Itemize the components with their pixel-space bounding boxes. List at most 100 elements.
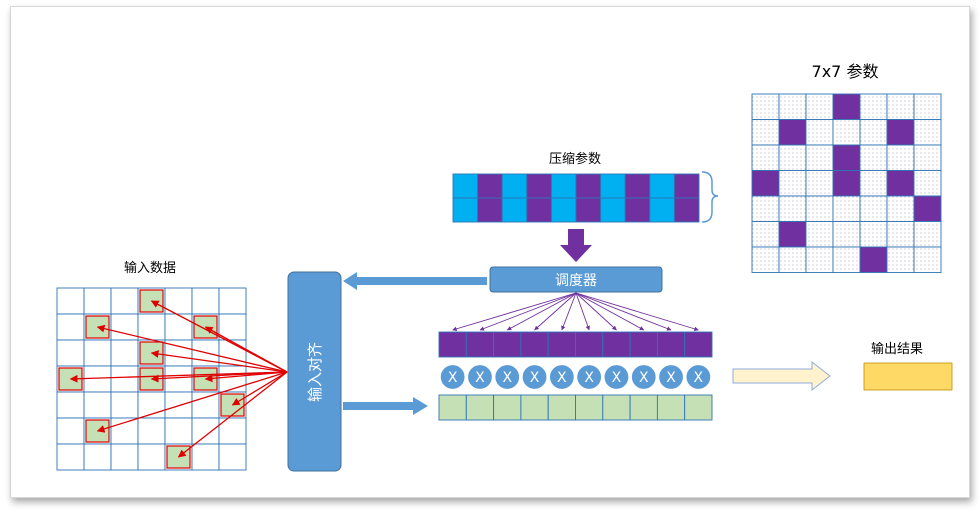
param-cell <box>832 195 861 222</box>
input-cell <box>56 313 85 341</box>
param-cell <box>832 221 861 248</box>
param-cell <box>778 246 807 273</box>
scheduler-box: 调度器 <box>489 266 663 293</box>
param-cell <box>913 170 942 197</box>
input-align-box: 输入对齐 <box>287 271 342 472</box>
param-cell <box>913 221 942 248</box>
compressed-cell <box>550 197 577 223</box>
gather-arrow <box>96 371 288 433</box>
input-cell <box>218 443 247 471</box>
multiply-circle <box>439 363 466 391</box>
weight-cell <box>520 331 549 358</box>
gather-arrows <box>69 300 288 458</box>
gather-arrow <box>204 326 288 373</box>
compressed-cell <box>477 197 503 223</box>
param-cell <box>859 195 888 222</box>
input-cell <box>218 365 247 393</box>
params-7x7-title: 7x7 参数 <box>812 62 879 81</box>
input-cell <box>83 391 112 419</box>
param-cell-filled <box>751 170 780 197</box>
input-align-label: 输入对齐 <box>306 342 324 402</box>
param-cell <box>859 170 888 197</box>
fan-arrow <box>575 292 590 331</box>
multiply-circle <box>603 363 630 391</box>
param-cell-filled <box>778 119 807 146</box>
multiply-symbol: X <box>639 370 649 386</box>
input-cell <box>191 391 220 419</box>
multiply-circle <box>466 363 494 391</box>
param-cell <box>913 93 942 120</box>
compressed-cell <box>649 197 675 223</box>
input-cell <box>110 287 139 315</box>
align-to-pipeline-arrow <box>343 397 428 415</box>
gather-arrow <box>177 371 288 458</box>
input-cell <box>56 443 85 471</box>
param-cell <box>751 119 780 146</box>
input-cell <box>110 339 139 367</box>
compressed-cell <box>452 173 479 199</box>
fan-arrow <box>575 292 645 331</box>
multiply-symbol: X <box>530 370 540 386</box>
compressed-cell <box>673 173 700 199</box>
input-cell <box>83 287 112 315</box>
aligned-input-cell <box>493 394 522 421</box>
param-cell-filled <box>886 119 915 146</box>
multiply-symbol: X <box>475 370 485 386</box>
aligned-input-cell <box>684 394 713 421</box>
param-cell-filled <box>859 246 888 273</box>
param-cell <box>751 93 780 120</box>
output-result-title: 输出结果 <box>871 341 923 357</box>
scheduler-label: 调度器 <box>555 273 597 289</box>
multiply-symbol: X <box>694 370 704 386</box>
compressed-cell <box>575 197 602 223</box>
input-cell <box>56 287 85 315</box>
gather-arrow <box>96 324 288 373</box>
param-cell-filled <box>913 195 942 222</box>
param-cell <box>913 119 942 146</box>
param-cell <box>805 170 834 197</box>
multiply-symbol: X <box>666 370 676 386</box>
fan-arrow <box>534 292 577 331</box>
input-cell <box>137 313 166 341</box>
param-cell-filled <box>832 93 861 120</box>
aligned-input-row <box>438 394 713 421</box>
multiply-circle <box>521 363 548 391</box>
input-cell <box>56 417 85 445</box>
scheduler-to-align-arrow <box>343 272 487 290</box>
param-cell <box>778 170 807 197</box>
input-cell <box>218 287 247 315</box>
compressed-cell <box>600 173 626 199</box>
fan-arrow <box>575 292 672 331</box>
aligned-input-cell <box>520 394 549 421</box>
param-cell <box>886 246 915 273</box>
weight-cell <box>629 331 658 358</box>
fan-arrow <box>506 292 577 331</box>
param-cell <box>913 246 942 273</box>
weight-cell <box>547 331 576 358</box>
compressed-cell <box>550 173 577 199</box>
param-cell-filled <box>832 170 861 197</box>
compressed-cell <box>452 197 479 223</box>
compressed-cell <box>673 197 700 223</box>
param-cell <box>805 119 834 146</box>
input-cell <box>110 391 139 419</box>
multiply-symbol: X <box>612 370 622 386</box>
gather-arrow <box>150 350 288 373</box>
weight-cell <box>465 331 495 358</box>
param-cell <box>886 195 915 222</box>
input-data-title: 输入数据 <box>124 260 176 276</box>
multiply-circle <box>630 363 657 391</box>
output-result-box <box>863 362 953 391</box>
param-cell <box>886 93 915 120</box>
input-cell <box>110 417 139 445</box>
param-cell <box>805 195 834 222</box>
input-cell <box>137 417 166 445</box>
gather-arrow <box>204 371 288 383</box>
weight-cell <box>493 331 522 358</box>
input-cell <box>164 287 193 315</box>
param-cell <box>751 195 780 222</box>
weights-row <box>438 331 713 358</box>
input-cell <box>83 339 112 367</box>
